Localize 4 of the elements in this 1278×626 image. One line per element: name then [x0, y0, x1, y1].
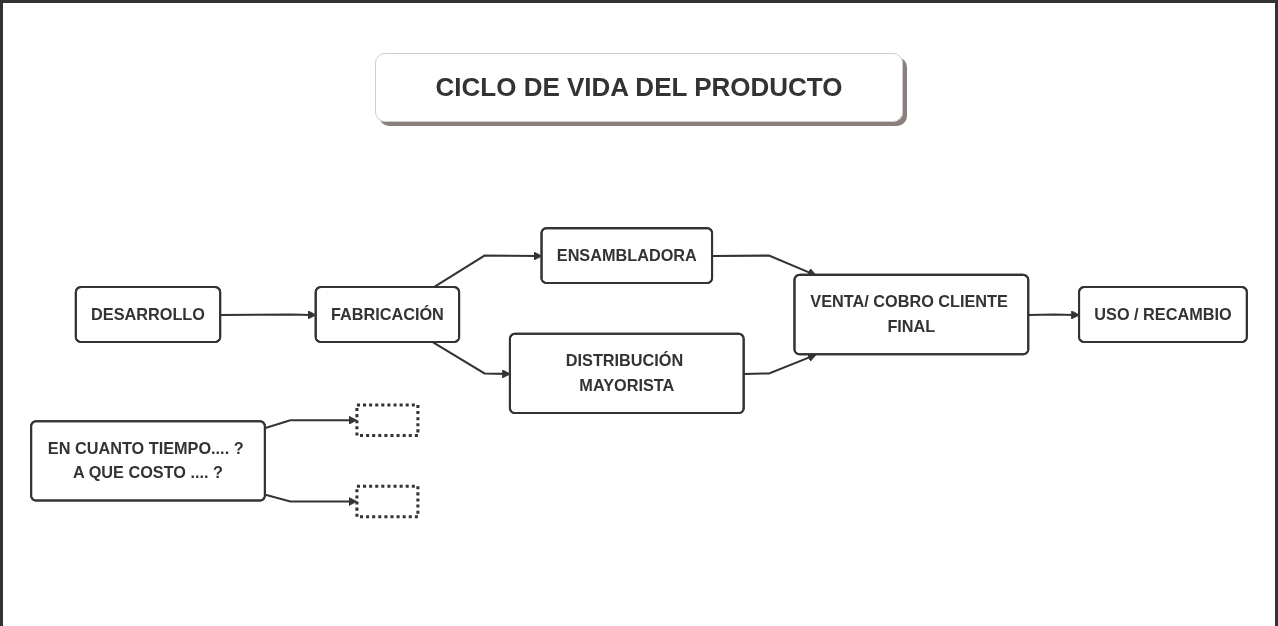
- node-bar: [355, 403, 420, 437]
- arrow: [1028, 309, 1080, 319]
- arrow: [744, 353, 817, 375]
- node-bar: [355, 484, 420, 518]
